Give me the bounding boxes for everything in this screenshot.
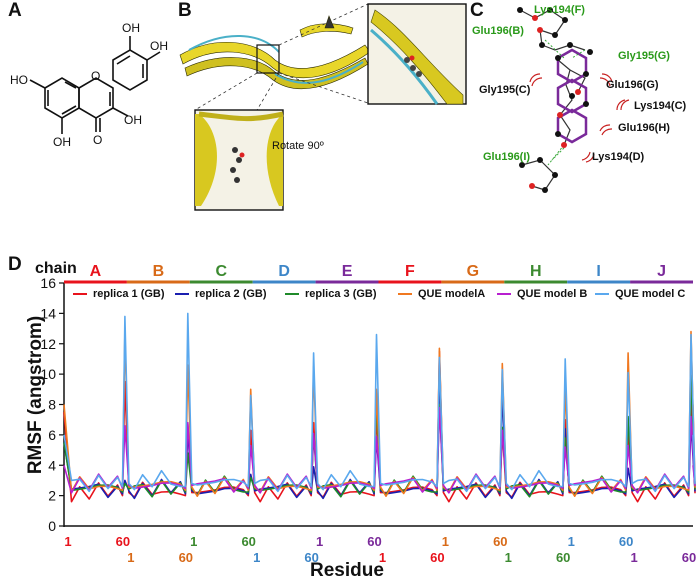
residue-start-label: 1: [505, 550, 512, 565]
residue-label: Gly195(G): [618, 50, 670, 62]
legend-item: QUE model C: [595, 288, 685, 300]
chain-letter: H: [530, 263, 542, 280]
mol-label: OH: [53, 135, 71, 149]
mol-label: OH: [150, 39, 168, 53]
legend-item: replica 3 (GB): [285, 288, 377, 300]
residue-label: Lys194(F): [534, 4, 585, 16]
panel-d-letter: D: [8, 254, 22, 275]
legend-swatch: [73, 293, 87, 296]
legend-item: QUE model B: [497, 288, 587, 300]
residue-start-label: 1: [253, 550, 260, 565]
residue-end-label: 60: [493, 534, 507, 549]
y-tick-label: 6: [48, 427, 56, 443]
legend-text: QUE model B: [517, 288, 588, 300]
chain-letter: D: [278, 263, 290, 280]
y-tick-label: 14: [40, 305, 56, 321]
residue-label: Gly195(C): [479, 84, 531, 96]
residue-label: Glu196(H): [618, 122, 670, 134]
rotate-label: Rotate 90º: [272, 140, 324, 152]
chain-label: chain: [35, 260, 77, 277]
legend-swatch: [175, 293, 189, 296]
chain-letter: I: [596, 263, 600, 280]
legend-text: replica 1 (GB): [93, 288, 165, 300]
y-tick-label: 8: [48, 397, 56, 413]
residue-end-label: 60: [367, 534, 381, 549]
mol-label: OH: [122, 21, 140, 35]
chain-letter: G: [467, 263, 479, 280]
residue-start-label: 1: [64, 534, 71, 549]
y-tick-label: 16: [40, 275, 56, 291]
legend-item: QUE modelA: [398, 288, 485, 300]
mol-label: HO: [10, 73, 28, 87]
legend-text: QUE model C: [615, 288, 686, 300]
panel-c-letter: C: [470, 0, 484, 21]
mol-label: OH: [124, 113, 142, 127]
legend-swatch: [285, 293, 299, 296]
residue-end-label: 60: [556, 550, 570, 565]
residue-end-label: 60: [430, 550, 444, 565]
chain-letter: J: [657, 263, 666, 280]
residue-label: Lys194(C): [634, 100, 687, 112]
residue-start-label: 1: [379, 550, 386, 565]
residue-start-label: 1: [630, 550, 637, 565]
fibril-structure-image: [179, 3, 467, 211]
y-tick-label: 12: [40, 336, 56, 352]
y-tick-label: 0: [48, 518, 56, 534]
residue-end-label: 60: [241, 534, 255, 549]
y-tick-label: 2: [48, 488, 56, 504]
x-axis-label: Residue: [310, 560, 384, 581]
legend-text: replica 2 (GB): [195, 288, 267, 300]
mol-label: O: [91, 69, 100, 83]
legend-swatch: [398, 293, 412, 296]
residue-end-label: 60: [619, 534, 633, 549]
legend-swatch: [595, 293, 609, 296]
panel-b-letter: B: [178, 0, 192, 21]
chain-letter: E: [342, 263, 353, 280]
series-line: [63, 312, 696, 493]
residue-end-label: 60: [682, 550, 696, 565]
quercetin-structure: OH OH HO O OH OH O: [10, 21, 168, 149]
legend-text: replica 3 (GB): [305, 288, 377, 300]
legend-text: QUE modelA: [418, 288, 486, 300]
panel-a-letter: A: [8, 0, 22, 21]
residue-start-label: 1: [190, 534, 197, 549]
residue-label: Glu196(I): [483, 151, 531, 163]
residue-end-label: 60: [179, 550, 193, 565]
chain-letter: B: [153, 263, 165, 280]
residue-label: Lys194(D): [592, 151, 645, 163]
residue-start-label: 1: [127, 550, 134, 565]
residue-label: Glu196(G): [606, 79, 659, 91]
residue-end-label: 60: [116, 534, 130, 549]
residue-start-label: 1: [568, 534, 575, 549]
chain-letter: A: [90, 263, 102, 280]
y-tick-label: 10: [40, 366, 56, 382]
y-tick-label: 4: [48, 457, 56, 473]
ligplot-diagram: [517, 7, 630, 193]
residue-label: Glu196(B): [472, 25, 524, 37]
residue-end-label: 60: [304, 550, 318, 565]
residue-start-label: 1: [442, 534, 449, 549]
legend-swatch: [497, 293, 511, 296]
mol-label: O: [93, 133, 102, 147]
legend-item: replica 2 (GB): [175, 288, 267, 300]
residue-start-label: 1: [316, 534, 323, 549]
chain-letter: F: [405, 263, 415, 280]
legend-item: replica 1 (GB): [73, 288, 165, 300]
chain-letter: C: [215, 263, 227, 280]
